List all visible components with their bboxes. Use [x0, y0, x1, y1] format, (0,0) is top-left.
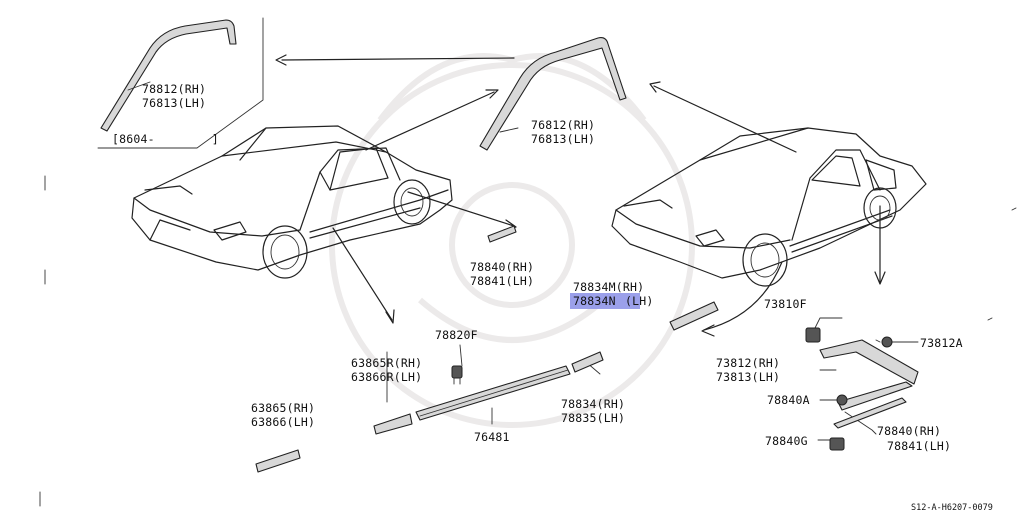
label-78820f: 78820F — [435, 328, 478, 342]
label-78841-lh-fender: 78841(LH) — [470, 274, 535, 288]
left-car-illustration — [131, 125, 453, 279]
label-73813-lh: 73813(LH) — [716, 370, 781, 384]
clip-78840g-part — [829, 437, 845, 451]
label-78840g: 78840G — [765, 434, 808, 448]
molding-63865r-part — [373, 413, 413, 435]
label-63865-rh: 63865(RH) — [251, 401, 316, 415]
label-78840-rh: 78840(RH) — [877, 424, 942, 438]
label-73810f: 73810F — [764, 297, 807, 311]
rear-garnish-73812-part — [819, 339, 919, 429]
label-76813-lh-inset: 76813(LH) — [142, 96, 207, 110]
label-78840-rh-fender: 78840(RH) — [470, 260, 535, 274]
label-76813-lh: 76813(LH) — [531, 132, 596, 146]
label-78840a: 78840A — [767, 393, 810, 407]
inset-frame — [97, 17, 264, 149]
long-molding-76481-part — [415, 365, 571, 421]
margin-marks — [39, 175, 1017, 507]
label-78812-rh: 78812(RH) — [142, 82, 207, 96]
leader-arrows — [275, 54, 919, 441]
label-76812-rh: 76812(RH) — [531, 118, 596, 132]
label-date-range: [8604- ] — [112, 132, 219, 146]
roof-molding-inset — [100, 19, 237, 132]
label-78841-lh: 78841(LH) — [887, 439, 952, 453]
label-78835-lh: 78835(LH) — [561, 411, 626, 425]
fender-molding-part — [487, 225, 517, 243]
clip-73810f-part — [805, 327, 821, 343]
figure-code: S12-A-H6207-0079 — [911, 503, 993, 513]
right-car-illustration — [611, 127, 927, 287]
label-78834n: 78834N — [573, 294, 616, 308]
label-63866r-lh: 63866R(LH) — [351, 370, 423, 384]
screw-73812a-part — [875, 336, 893, 348]
label-63866-lh: 63866(LH) — [251, 415, 316, 429]
label-73812-rh: 73812(RH) — [716, 356, 781, 370]
label-78834m-rh: 78834M(RH) — [573, 280, 645, 294]
highlight-78834n — [570, 293, 640, 309]
label-78834-rh: 78834(RH) — [561, 397, 626, 411]
clip-78820f-part — [451, 365, 463, 385]
label-63865r-rh: 63865R(RH) — [351, 356, 423, 370]
clip-78840a-part — [836, 394, 848, 406]
molding-78834n-part — [669, 301, 719, 331]
molding-78834-part — [571, 351, 604, 373]
label-76481: 76481 — [474, 430, 510, 444]
molding-63865-part — [255, 449, 301, 473]
label-73812a: 73812A — [920, 336, 963, 350]
label-78834n-lh: (LH) — [625, 294, 654, 308]
roof-molding-center — [479, 37, 627, 151]
